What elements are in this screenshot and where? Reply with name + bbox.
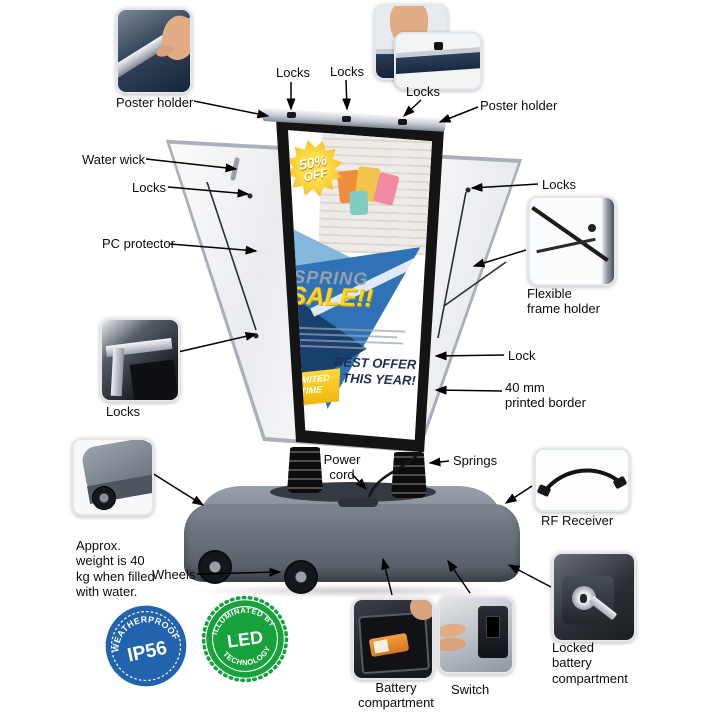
battery-compartment-photo (352, 598, 434, 680)
spring-right (391, 452, 427, 498)
switch-slot-shape (486, 616, 500, 638)
keyhole-shape (580, 594, 587, 603)
label-locks-top-left: Locks (276, 65, 310, 80)
panel-shape (129, 359, 178, 400)
base-shadow (192, 584, 514, 598)
locks-corner-photo (100, 318, 180, 402)
top-profile-photo (394, 32, 482, 90)
bag-shape (349, 190, 369, 216)
frame-edge-shape (602, 198, 614, 284)
offer-line1: BEST OFFER (333, 354, 417, 373)
base-corner-photo (72, 438, 154, 516)
label-rf-receiver: RF Receiver (541, 513, 614, 528)
battery-label-shape (373, 639, 390, 654)
hand-shape (410, 600, 432, 620)
label-locks-left-lower: Locks (106, 404, 140, 419)
weatherproof-ip56-badge: WEATHERPROOF IP56 (104, 605, 187, 687)
poster-holder-photo-left (116, 8, 192, 94)
wheel-front (284, 560, 318, 594)
label-printed-border: 40 mm printed border (505, 380, 586, 411)
pivot-shape (588, 224, 596, 232)
flexible-frame-holder-photo (528, 196, 616, 286)
water-base-body (184, 504, 520, 582)
top-lock-latch (342, 116, 351, 122)
top-lock-latch (287, 112, 296, 118)
label-locks-top-right: Locks (406, 84, 440, 99)
lock-pin-shape (434, 42, 443, 50)
label-locks-right: Locks (542, 177, 576, 192)
base-handle-recess (338, 498, 378, 507)
switch-photo (438, 596, 514, 674)
label-pc-protector: PC protector (102, 236, 175, 251)
led-technology-badge: ILLUMINATED BY TECHNOLOGY LED (201, 595, 289, 683)
spring-left (287, 447, 323, 493)
top-lock-latch (398, 119, 407, 125)
ribbon-line2: TIME (300, 384, 323, 397)
discount-off: OFF (302, 165, 329, 185)
label-springs: Springs (453, 453, 498, 468)
label-water-wick: Water wick (82, 152, 146, 167)
label-switch: Switch (451, 682, 490, 697)
label-locked-battery-compartment: Locked battery compartment (552, 640, 628, 686)
label-weight-note: Approx. weight is 40 kg when filled with… (76, 538, 155, 599)
label-power-cord: Power cord (323, 452, 361, 483)
rf-receiver-photo (534, 448, 630, 512)
label-flexible-frame-holder: Flexible frame holder (527, 286, 600, 317)
offer-line2: THIS YEAR! (342, 370, 416, 389)
label-locks-left-upper: Locks (132, 180, 166, 195)
led-center-text: LED (226, 627, 264, 652)
wheel-shape (92, 486, 116, 510)
wheel-left (198, 550, 232, 584)
shopping-bags-photo (318, 131, 432, 256)
locked-battery-photo (552, 552, 636, 642)
label-poster-holder-left: Poster holder (116, 95, 194, 110)
label-wheels: Wheels (152, 567, 196, 582)
label-lock-right: Lock (508, 348, 536, 363)
label-poster-holder-right: Poster holder (480, 98, 558, 113)
photo-bg (530, 198, 614, 284)
label-battery-compartment: Battery compartment (358, 680, 434, 711)
label-locks-top-mid: Locks (330, 64, 364, 79)
poster-title-line2: SALE!! (289, 281, 374, 313)
